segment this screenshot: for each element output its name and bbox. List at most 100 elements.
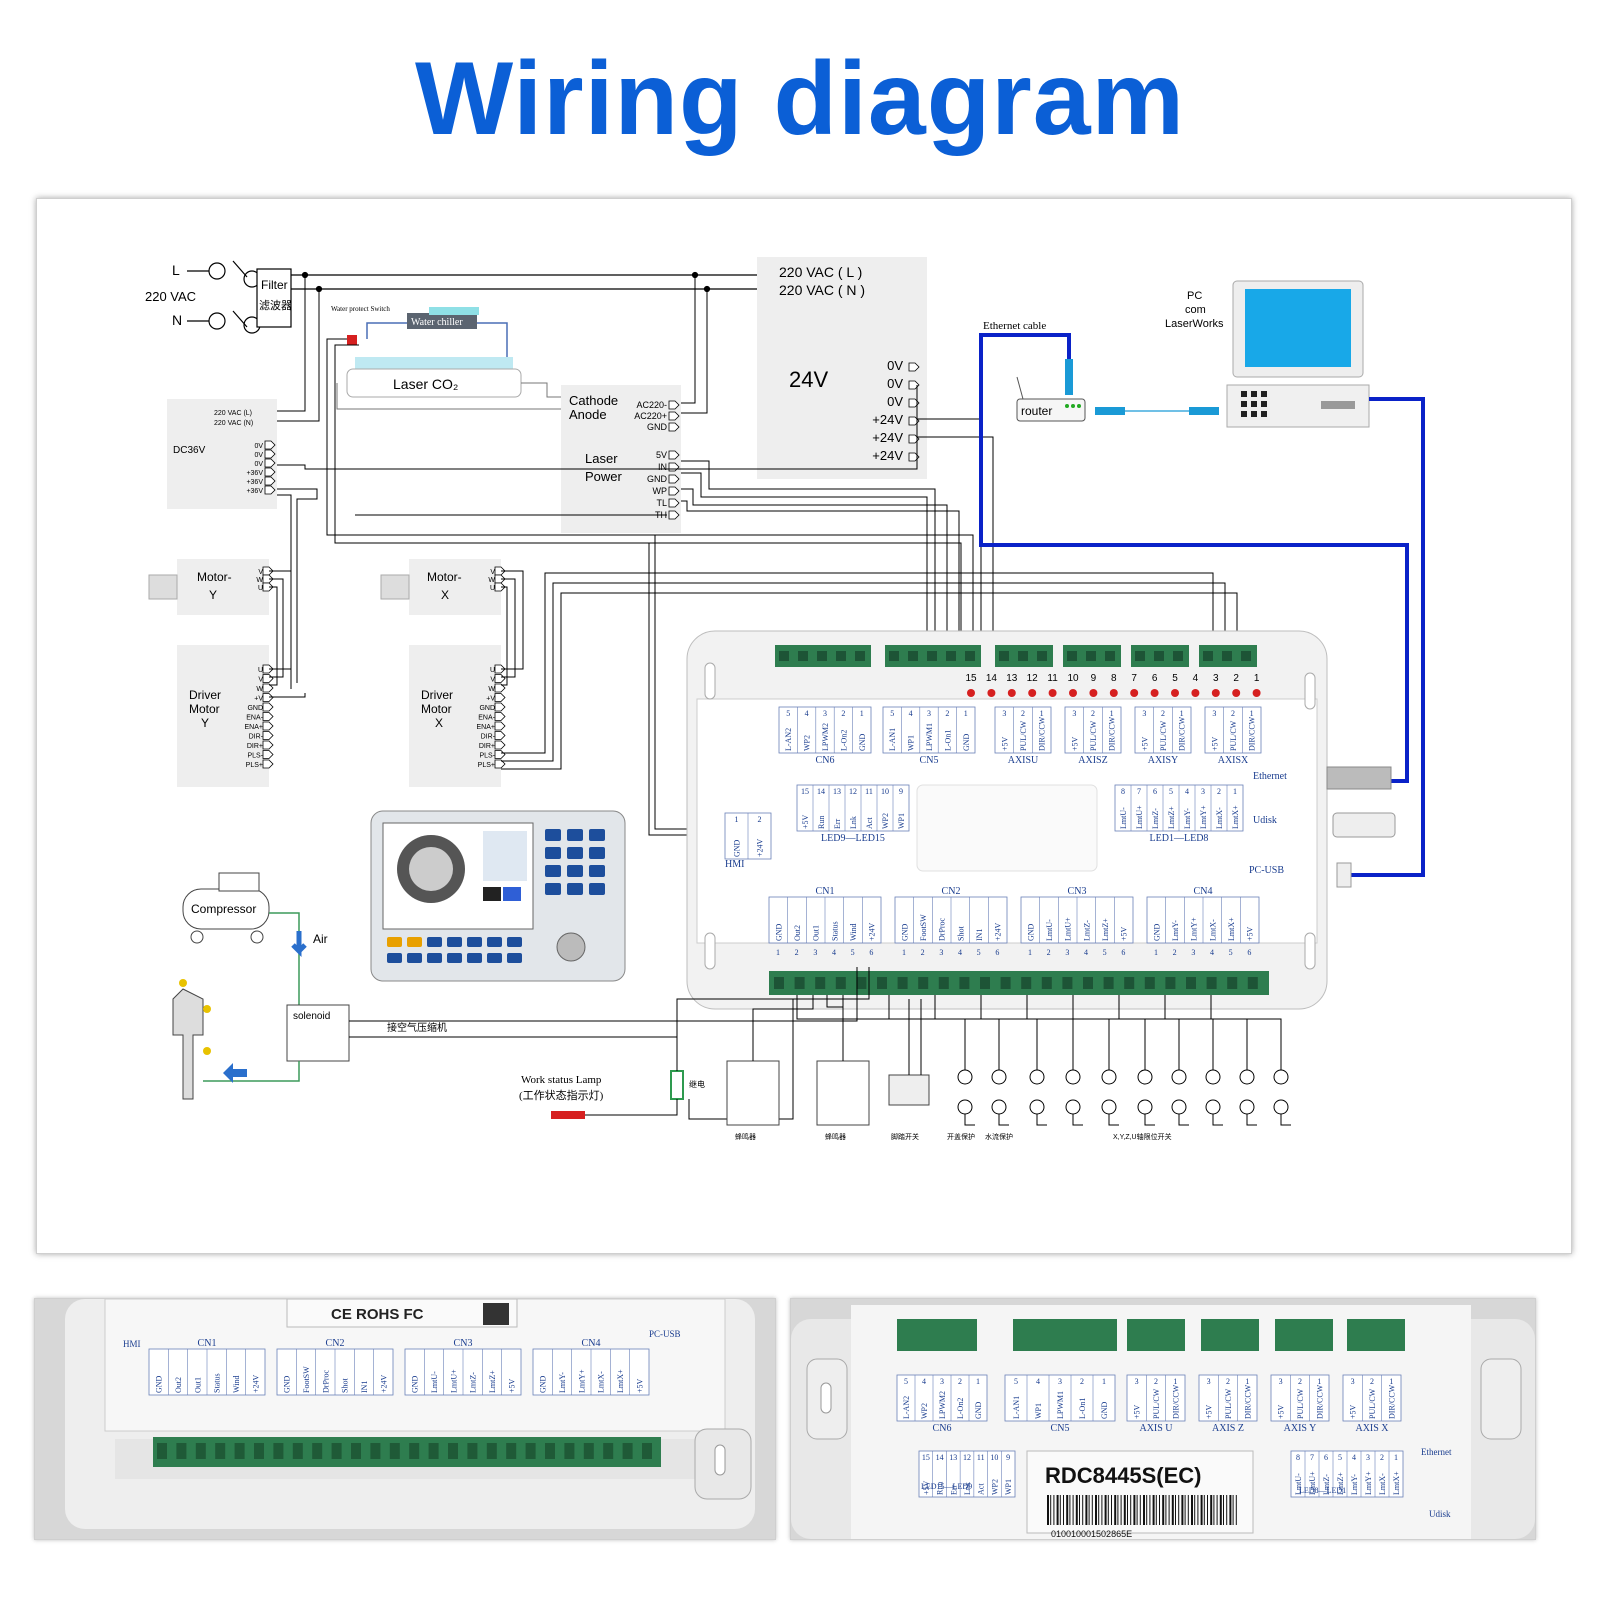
svg-text:11: 11: [977, 1453, 985, 1462]
svg-text:L-AN2: L-AN2: [784, 728, 793, 751]
svg-text:GND: GND: [283, 1375, 292, 1393]
driver-y-pin: V: [258, 677, 263, 684]
svg-text:PC-USB: PC-USB: [649, 1329, 681, 1339]
svg-text:PUL/CW: PUL/CW: [1229, 720, 1238, 751]
svg-text:WP2: WP2: [803, 735, 812, 751]
svg-text:LmtX-: LmtX-: [1378, 1473, 1387, 1495]
svg-text:Out1: Out1: [812, 925, 821, 941]
svg-text:Out2: Out2: [174, 1377, 183, 1393]
svg-text:Air: Air: [313, 932, 328, 946]
svg-text:WP2: WP2: [920, 1403, 929, 1419]
hmi-key: [589, 829, 605, 841]
svg-text:LmtX+: LmtX+: [1392, 1471, 1401, 1495]
status-led: [967, 689, 975, 697]
svg-text:1: 1: [1040, 709, 1044, 718]
status-led: [1089, 689, 1098, 697]
svg-text:3: 3: [1207, 1377, 1211, 1386]
svg-text:CN3: CN3: [1068, 886, 1087, 897]
svg-text:Udisk: Udisk: [1253, 815, 1277, 826]
hmi-key: [589, 847, 605, 859]
svg-text:4: 4: [1352, 1453, 1356, 1462]
laser-power-signal-pin: 5V: [656, 450, 667, 460]
svg-text:CN3: CN3: [454, 1338, 473, 1349]
svg-text:2: 2: [1173, 948, 1177, 957]
svg-text:1: 1: [1154, 948, 1158, 957]
status-led: [1171, 689, 1179, 697]
svg-text:+5V: +5V: [1000, 736, 1009, 751]
svg-text:15: 15: [922, 1453, 930, 1462]
photo-terminal-block: [1127, 1319, 1185, 1351]
svg-text:4: 4: [958, 948, 962, 957]
driver-x-pin: V: [490, 677, 495, 684]
status-led: [987, 689, 996, 697]
svg-text:Compressor: Compressor: [191, 902, 256, 916]
svg-text:LmtZ-: LmtZ-: [1082, 920, 1091, 941]
svg-text:X: X: [435, 716, 443, 730]
hmi-key: [567, 883, 583, 895]
driver-y-pin: DIR-: [249, 734, 264, 741]
svg-text:LmtU-: LmtU-: [430, 1371, 439, 1393]
hmi-key: [545, 865, 561, 877]
svg-text:LmtZ+: LmtZ+: [1336, 1472, 1345, 1495]
svg-text:AXIS U: AXIS U: [1139, 1423, 1173, 1434]
driver-y-pin: W: [256, 686, 263, 693]
svg-text:接空气压缩机: 接空气压缩机: [387, 1021, 447, 1034]
svg-text:Ethernet cable: Ethernet cable: [983, 320, 1046, 332]
led-right-pins: 8LmtU-7LmtU+6LmtZ-5LmtZ+4LmtY-3LmtY+2Lmt…: [1114, 784, 1244, 844]
svg-text:Status: Status: [830, 921, 839, 941]
svg-text:X,Y,Z,U轴限位开关: X,Y,Z,U轴限位开关: [1113, 1132, 1172, 1141]
svg-text:2: 2: [1231, 709, 1235, 718]
svg-text:3: 3: [1212, 709, 1216, 718]
motor-x-pin: U: [490, 585, 495, 592]
svg-text:+5V: +5V: [1205, 1404, 1214, 1419]
psu-24v: 220 VAC ( L ) 220 VAC ( N ) 24V 0V0V0V+2…: [757, 257, 927, 479]
svg-text:1: 1: [1394, 1453, 1398, 1462]
svg-text:1: 1: [1389, 1377, 1393, 1386]
svg-text:Out2: Out2: [793, 925, 802, 941]
wiring-diagram: L N 220 VAC Filter 滤波器 Water protect Swi…: [145, 257, 1425, 1141]
svg-text:GND: GND: [858, 733, 867, 751]
driver-x-pin: DIR-: [481, 734, 496, 741]
svg-text:2: 2: [1091, 709, 1095, 718]
signal-wiring: [269, 275, 1238, 836]
svg-text:2: 2: [1154, 1377, 1158, 1386]
svg-text:Anode: Anode: [569, 407, 607, 422]
led-number: 7: [1131, 673, 1137, 684]
svg-text:蜂鸣器: 蜂鸣器: [825, 1132, 846, 1141]
driver-motor-y: Driver Motor Y UVW+VGNDENA-ENA+DIR-DIR+P…: [177, 645, 274, 787]
svg-text:Work status Lamp: Work status Lamp: [521, 1074, 602, 1086]
svg-text:DIR/CCW: DIR/CCW: [1038, 716, 1047, 751]
mains-input: L N 220 VAC Filter 滤波器: [145, 260, 757, 334]
svg-text:3: 3: [1191, 948, 1195, 957]
svg-text:LmtU+: LmtU+: [1135, 805, 1144, 829]
driver-motor-x: Driver Motor X UVW+VGNDENA-ENA+DIR-DIR+P…: [409, 645, 506, 787]
driver-x-pin: +V: [486, 696, 495, 703]
svg-text:LmtX+: LmtX+: [616, 1369, 625, 1393]
dc36-pin: +36V: [246, 479, 263, 486]
svg-text:蜂鸣器: 蜂鸣器: [735, 1132, 756, 1141]
hmi-key: [567, 829, 583, 841]
svg-text:Out1: Out1: [193, 1377, 202, 1393]
svg-text:5: 5: [1103, 948, 1107, 957]
svg-text:5: 5: [890, 709, 894, 718]
svg-text:2: 2: [945, 709, 949, 718]
laser-power-supply: Cathode Anode Laser Power AC220-AC220+GN…: [561, 385, 681, 533]
svg-text:CN4: CN4: [582, 1338, 601, 1349]
svg-text:LmtY+: LmtY+: [1190, 917, 1199, 941]
svg-text:LED8—LED1: LED8—LED1: [1299, 1486, 1346, 1495]
svg-text:L-On1: L-On1: [943, 730, 952, 751]
svg-text:13: 13: [949, 1453, 957, 1462]
svg-text:Act: Act: [977, 1483, 986, 1495]
laser-tube-label: Laser CO₂: [393, 376, 458, 392]
led-number: 10: [1067, 673, 1079, 684]
svg-text:+5V: +5V: [1133, 1404, 1142, 1419]
dc36-pin: 0V: [254, 452, 263, 459]
